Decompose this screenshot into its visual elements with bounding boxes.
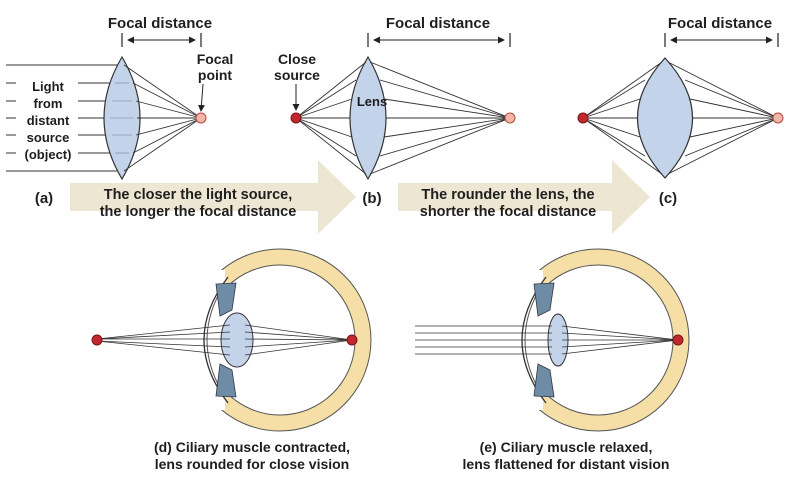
eye-d	[91, 248, 372, 432]
light-source-label: Light from distant source (object)	[16, 78, 78, 164]
arrow2-line1: The rounder the lens, the	[421, 187, 594, 203]
near-object-point	[91, 334, 103, 346]
light-label-line2: from	[34, 96, 63, 111]
arrow1-line1: The closer the light source,	[104, 187, 293, 203]
focal-distance-label: Focal distance	[108, 15, 212, 32]
focal-distance-marker	[121, 33, 202, 47]
arrow1-line2: the longer the focal distance	[100, 204, 297, 220]
light-label-line1: Light	[32, 79, 64, 94]
diverging-rays-b	[295, 61, 367, 175]
light-label-line3: distant	[27, 113, 70, 128]
converging-rays-c	[667, 61, 779, 175]
panel-c: Focal distance (c)	[577, 15, 784, 207]
close-source-point	[577, 112, 589, 124]
caption-e-line1: (e) Ciliary muscle relaxed,	[480, 439, 653, 455]
light-label-line4: source	[27, 130, 70, 145]
focal-point-pointer	[197, 83, 205, 112]
lens-b	[349, 55, 387, 181]
caption-d-line1: (d) Ciliary muscle contracted,	[154, 439, 350, 455]
focal-point-b	[504, 112, 516, 124]
caption-d-line2: lens rounded for close vision	[155, 456, 349, 472]
retina-focus-e	[672, 334, 684, 346]
converging-rays-a	[123, 64, 202, 172]
focal-distance-marker	[664, 33, 779, 47]
close-source-label-line1: Close	[278, 51, 316, 67]
ciliary-muscle-lower	[533, 363, 555, 398]
focal-distance-marker	[367, 33, 511, 47]
arrow-band-2	[398, 160, 650, 234]
close-source-label-line2: source	[274, 67, 320, 83]
panel-c-letter: (c)	[659, 190, 677, 207]
focal-point-label-line1: Focal	[197, 51, 234, 67]
focal-point-c	[772, 112, 784, 124]
ciliary-muscle-upper	[215, 282, 237, 317]
arrow-band-1	[70, 160, 356, 234]
arrow2-line2: shorter the focal distance	[420, 204, 596, 220]
focal-distance-label: Focal distance	[386, 15, 490, 32]
diverging-rays-c	[582, 61, 663, 175]
lens-label: Lens	[357, 94, 387, 109]
converging-rays-b	[369, 61, 511, 175]
eye-e	[415, 248, 690, 432]
ciliary-muscle-upper	[533, 282, 555, 317]
close-source-point	[290, 112, 302, 124]
lens-d-rounded	[220, 312, 254, 368]
panel-a: Focal distance Focal point Light from di…	[6, 15, 233, 207]
focal-point-label-line2: point	[198, 67, 233, 83]
ciliary-muscle-lower	[215, 363, 237, 398]
lens-c	[637, 57, 693, 179]
focal-point-a	[195, 112, 207, 124]
light-label-line5: (object)	[25, 147, 72, 162]
panel-a-letter: (a)	[35, 190, 53, 207]
retina-focus-d	[346, 334, 358, 346]
panel-b: Focal distance Close source Lens (b)	[274, 15, 516, 207]
focal-distance-label: Focal distance	[668, 15, 772, 32]
caption-e-line2: lens flattened for distant vision	[463, 456, 670, 472]
panel-b-letter: (b)	[362, 190, 381, 207]
